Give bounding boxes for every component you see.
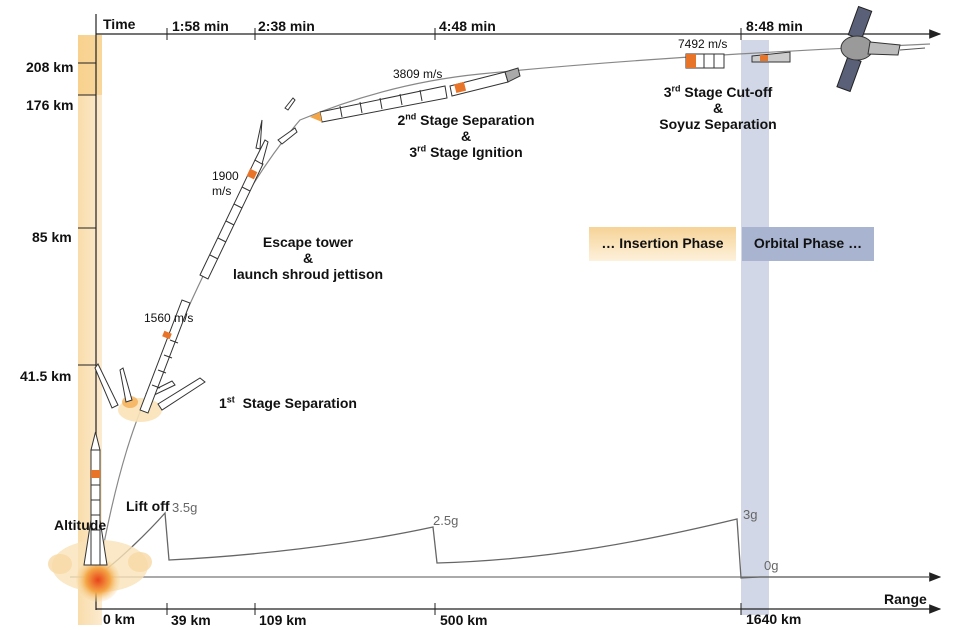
rocket-on-pad: [83, 431, 108, 566]
velocity-7492: 7492 m/s: [678, 37, 728, 51]
escape-tower-label: Escape tower & launch shroud jettison: [232, 234, 384, 282]
second-stage-rocket: [310, 67, 521, 123]
orbital-phase-label: Orbital Phase …: [753, 235, 863, 251]
time-axis-label: Time: [103, 16, 136, 32]
altitude-tick-41: 41.5 km: [20, 368, 72, 384]
range-tick-39: 39 km: [171, 612, 211, 628]
range-axis-label: Range: [884, 591, 927, 607]
third-stage-cutoff-label: 3rd Stage Cut-off & Soyuz Separation: [659, 83, 777, 132]
altitude-band-top: [78, 35, 102, 95]
soyuz-spacecraft: [836, 5, 926, 93]
orbital-phase-band: [741, 40, 769, 615]
time-tick-2: 2:38 min: [258, 18, 315, 34]
time-tick-1: 1:58 min: [172, 18, 229, 34]
g-load-2-5: 2.5g: [433, 513, 459, 528]
third-stage-rocket: [685, 51, 791, 69]
second-stage-separation-label: 2nd Stage Separation & 3rd Stage Ignitio…: [397, 111, 535, 160]
range-tick-0: 0 km: [103, 611, 135, 627]
altitude-axis-label: Altitude: [54, 517, 107, 533]
g-load-curve: [95, 511, 930, 579]
range-tick-1640: 1640 km: [746, 611, 802, 627]
ascending-rocket-lower: [139, 299, 191, 414]
g-load-0: 0g: [764, 558, 779, 573]
insertion-phase-label: … Insertion Phase: [601, 235, 724, 251]
velocity-1900-unit: m/s: [212, 184, 232, 198]
velocity-3809: 3809 m/s: [393, 67, 443, 81]
orbital-phase-box: [742, 227, 874, 261]
g-load-3-5: 3.5g: [172, 500, 198, 515]
altitude-tick-85: 85 km: [32, 229, 72, 245]
velocity-1560: 1560 m/s: [144, 311, 194, 325]
lift-off-label: Lift off: [126, 498, 170, 514]
g-load-3: 3g: [743, 507, 758, 522]
velocity-1900: 1900: [212, 169, 239, 183]
first-stage-separation-label: 1st Stage Separation: [219, 394, 357, 411]
range-tick-109: 109 km: [259, 612, 307, 628]
falling-boosters: [94, 363, 206, 411]
launch-smoke: [48, 540, 152, 602]
insertion-phase-box: [589, 227, 736, 261]
time-tick-4: 8:48 min: [746, 18, 803, 34]
altitude-tick-176: 176 km: [26, 97, 74, 113]
range-tick-500: 500 km: [440, 612, 488, 628]
time-tick-3: 4:48 min: [439, 18, 496, 34]
altitude-tick-208: 208 km: [26, 59, 74, 75]
ascending-rocket-upper: [199, 97, 298, 280]
